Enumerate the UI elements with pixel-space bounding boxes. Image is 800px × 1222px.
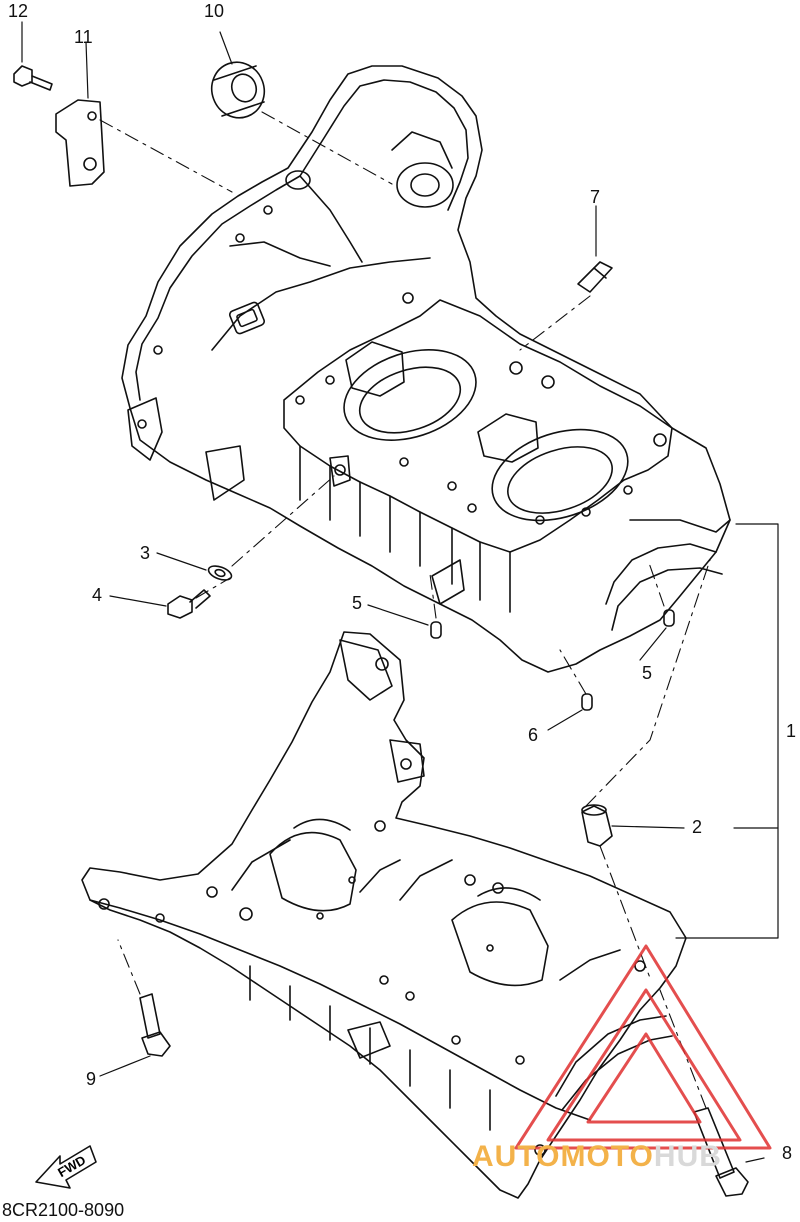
callout-10: 10 xyxy=(204,1,225,21)
callout-4: 4 xyxy=(92,585,103,605)
callout-3: 3 xyxy=(140,543,151,563)
bracket-part-11 xyxy=(55,99,105,187)
upper-crankcase xyxy=(121,65,731,673)
dowel-part-7 xyxy=(577,261,613,293)
callout-2: 2 xyxy=(692,817,703,837)
watermark-part1: AUTOMOTO xyxy=(472,1140,654,1173)
watermark-logo-icon xyxy=(514,944,772,1150)
dowel-part-6 xyxy=(581,693,593,711)
callout-6: 6 xyxy=(528,725,539,745)
bolt-part-8 xyxy=(693,1107,749,1197)
callout-11: 11 xyxy=(74,27,93,47)
diagram-code: 8CR2100-8090 xyxy=(2,1200,125,1220)
callout-1: 1 xyxy=(786,721,797,741)
callout-9: 9 xyxy=(86,1069,97,1089)
callout-12: 12 xyxy=(8,1,29,21)
dowel-part-5b xyxy=(663,609,675,627)
washer-part-3 xyxy=(207,565,233,581)
watermark-text: AUTOMOTOHUB xyxy=(472,1140,722,1174)
bolt-part-12 xyxy=(13,65,53,91)
leader-lines xyxy=(21,21,779,1163)
bearing-part-10 xyxy=(210,61,266,119)
callout-7: 7 xyxy=(590,187,601,207)
bolt-part-9 xyxy=(139,993,171,1057)
callout-5a: 5 xyxy=(352,593,363,613)
callout-8: 8 xyxy=(782,1143,793,1163)
dowel-part-5a xyxy=(430,621,442,639)
callout-5b: 5 xyxy=(642,663,653,683)
plug-part-2 xyxy=(581,804,613,847)
watermark-part2: HUB xyxy=(653,1140,722,1173)
bolt-part-4 xyxy=(167,589,211,619)
lower-crankcase xyxy=(81,631,687,1199)
fwd-arrow-icon xyxy=(35,1145,97,1189)
